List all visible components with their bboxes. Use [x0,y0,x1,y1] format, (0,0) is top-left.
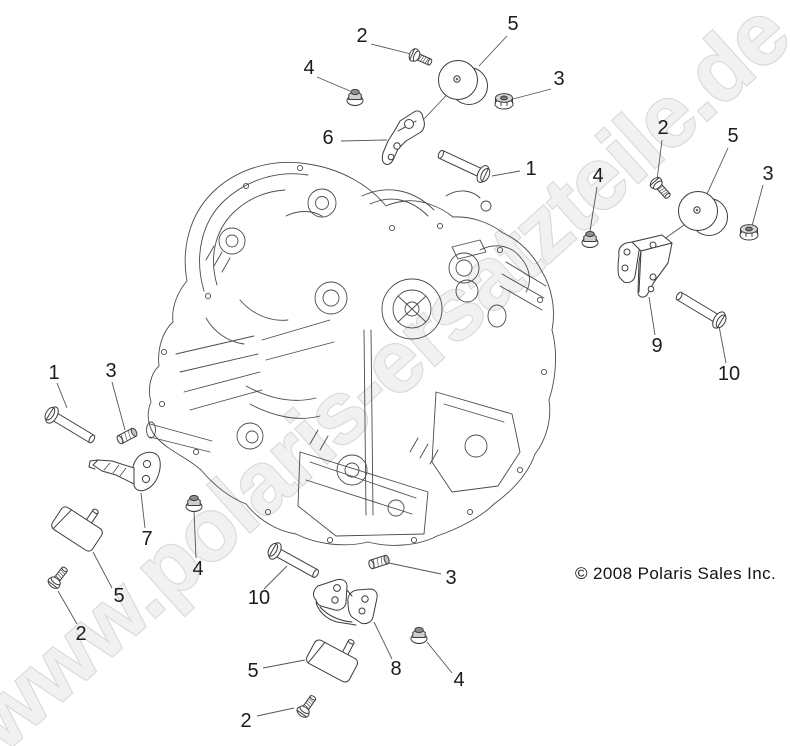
callout-bottom-10: 10 [247,587,271,609]
part-lock-nut-left [185,494,203,512]
part-flange-bolt-top [437,149,491,183]
callout-top-5: 5 [507,13,519,35]
part-block-mount-left [51,506,103,552]
callout-bottom-3: 3 [445,567,457,589]
copyright-notice: © 2008 Polaris Sales Inc. [575,564,777,583]
callout-left-7: 7 [141,528,153,550]
callout-right-9: 9 [651,335,663,357]
part-bracket-7 [88,451,161,492]
part-flange-bolt-left [44,406,96,444]
callout-top-1: 1 [525,158,537,180]
callout-bottom-4: 4 [453,669,465,691]
part-screw-left [47,566,68,589]
part-spacer-left [116,427,138,445]
part-bracket-6 [381,110,425,165]
callout-right-2: 2 [657,117,669,139]
callout-left-5: 5 [113,585,125,607]
callout-left-4: 4 [192,558,204,580]
callout-bottom-2: 2 [240,710,252,732]
part-flange-bolt-bottom [267,542,320,578]
callout-left-2: 2 [75,623,87,645]
callout-left-1: 1 [48,362,60,384]
part-lock-nut-top [346,88,364,106]
callout-right-4: 4 [592,165,604,187]
parts [44,48,759,718]
leader-lines [56,35,764,717]
part-screw-bottom [296,695,317,718]
callout-bottom-8: 8 [390,658,402,680]
part-screw-right [649,176,671,199]
callout-bottom-5: 5 [247,660,259,682]
part-disc-mount-top [438,60,488,105]
part-flange-bolt-right [675,291,727,329]
callout-top-2: 2 [356,25,368,47]
callout-right-3: 3 [762,163,774,185]
callout-top-6: 6 [322,127,334,149]
part-disc-mount-right [678,191,728,236]
callout-right-10: 10 [717,363,741,385]
part-block-mount-bottom [305,639,359,683]
part-spacer-bottom [368,554,390,570]
part-lock-nut-right [581,230,599,248]
callout-right-5: 5 [727,125,739,147]
part-hex-nut-top [494,93,514,110]
part-hex-nut-right [739,224,759,241]
engine-line-drawing [146,161,556,546]
callout-top-3: 3 [553,68,565,90]
callout-left-3: 3 [105,360,117,382]
part-screw-top [408,48,433,66]
part-bracket-9 [617,234,673,298]
callout-top-4: 4 [303,57,315,79]
part-lock-nut-bottom [410,626,428,644]
part-bracket-8 [313,578,378,626]
